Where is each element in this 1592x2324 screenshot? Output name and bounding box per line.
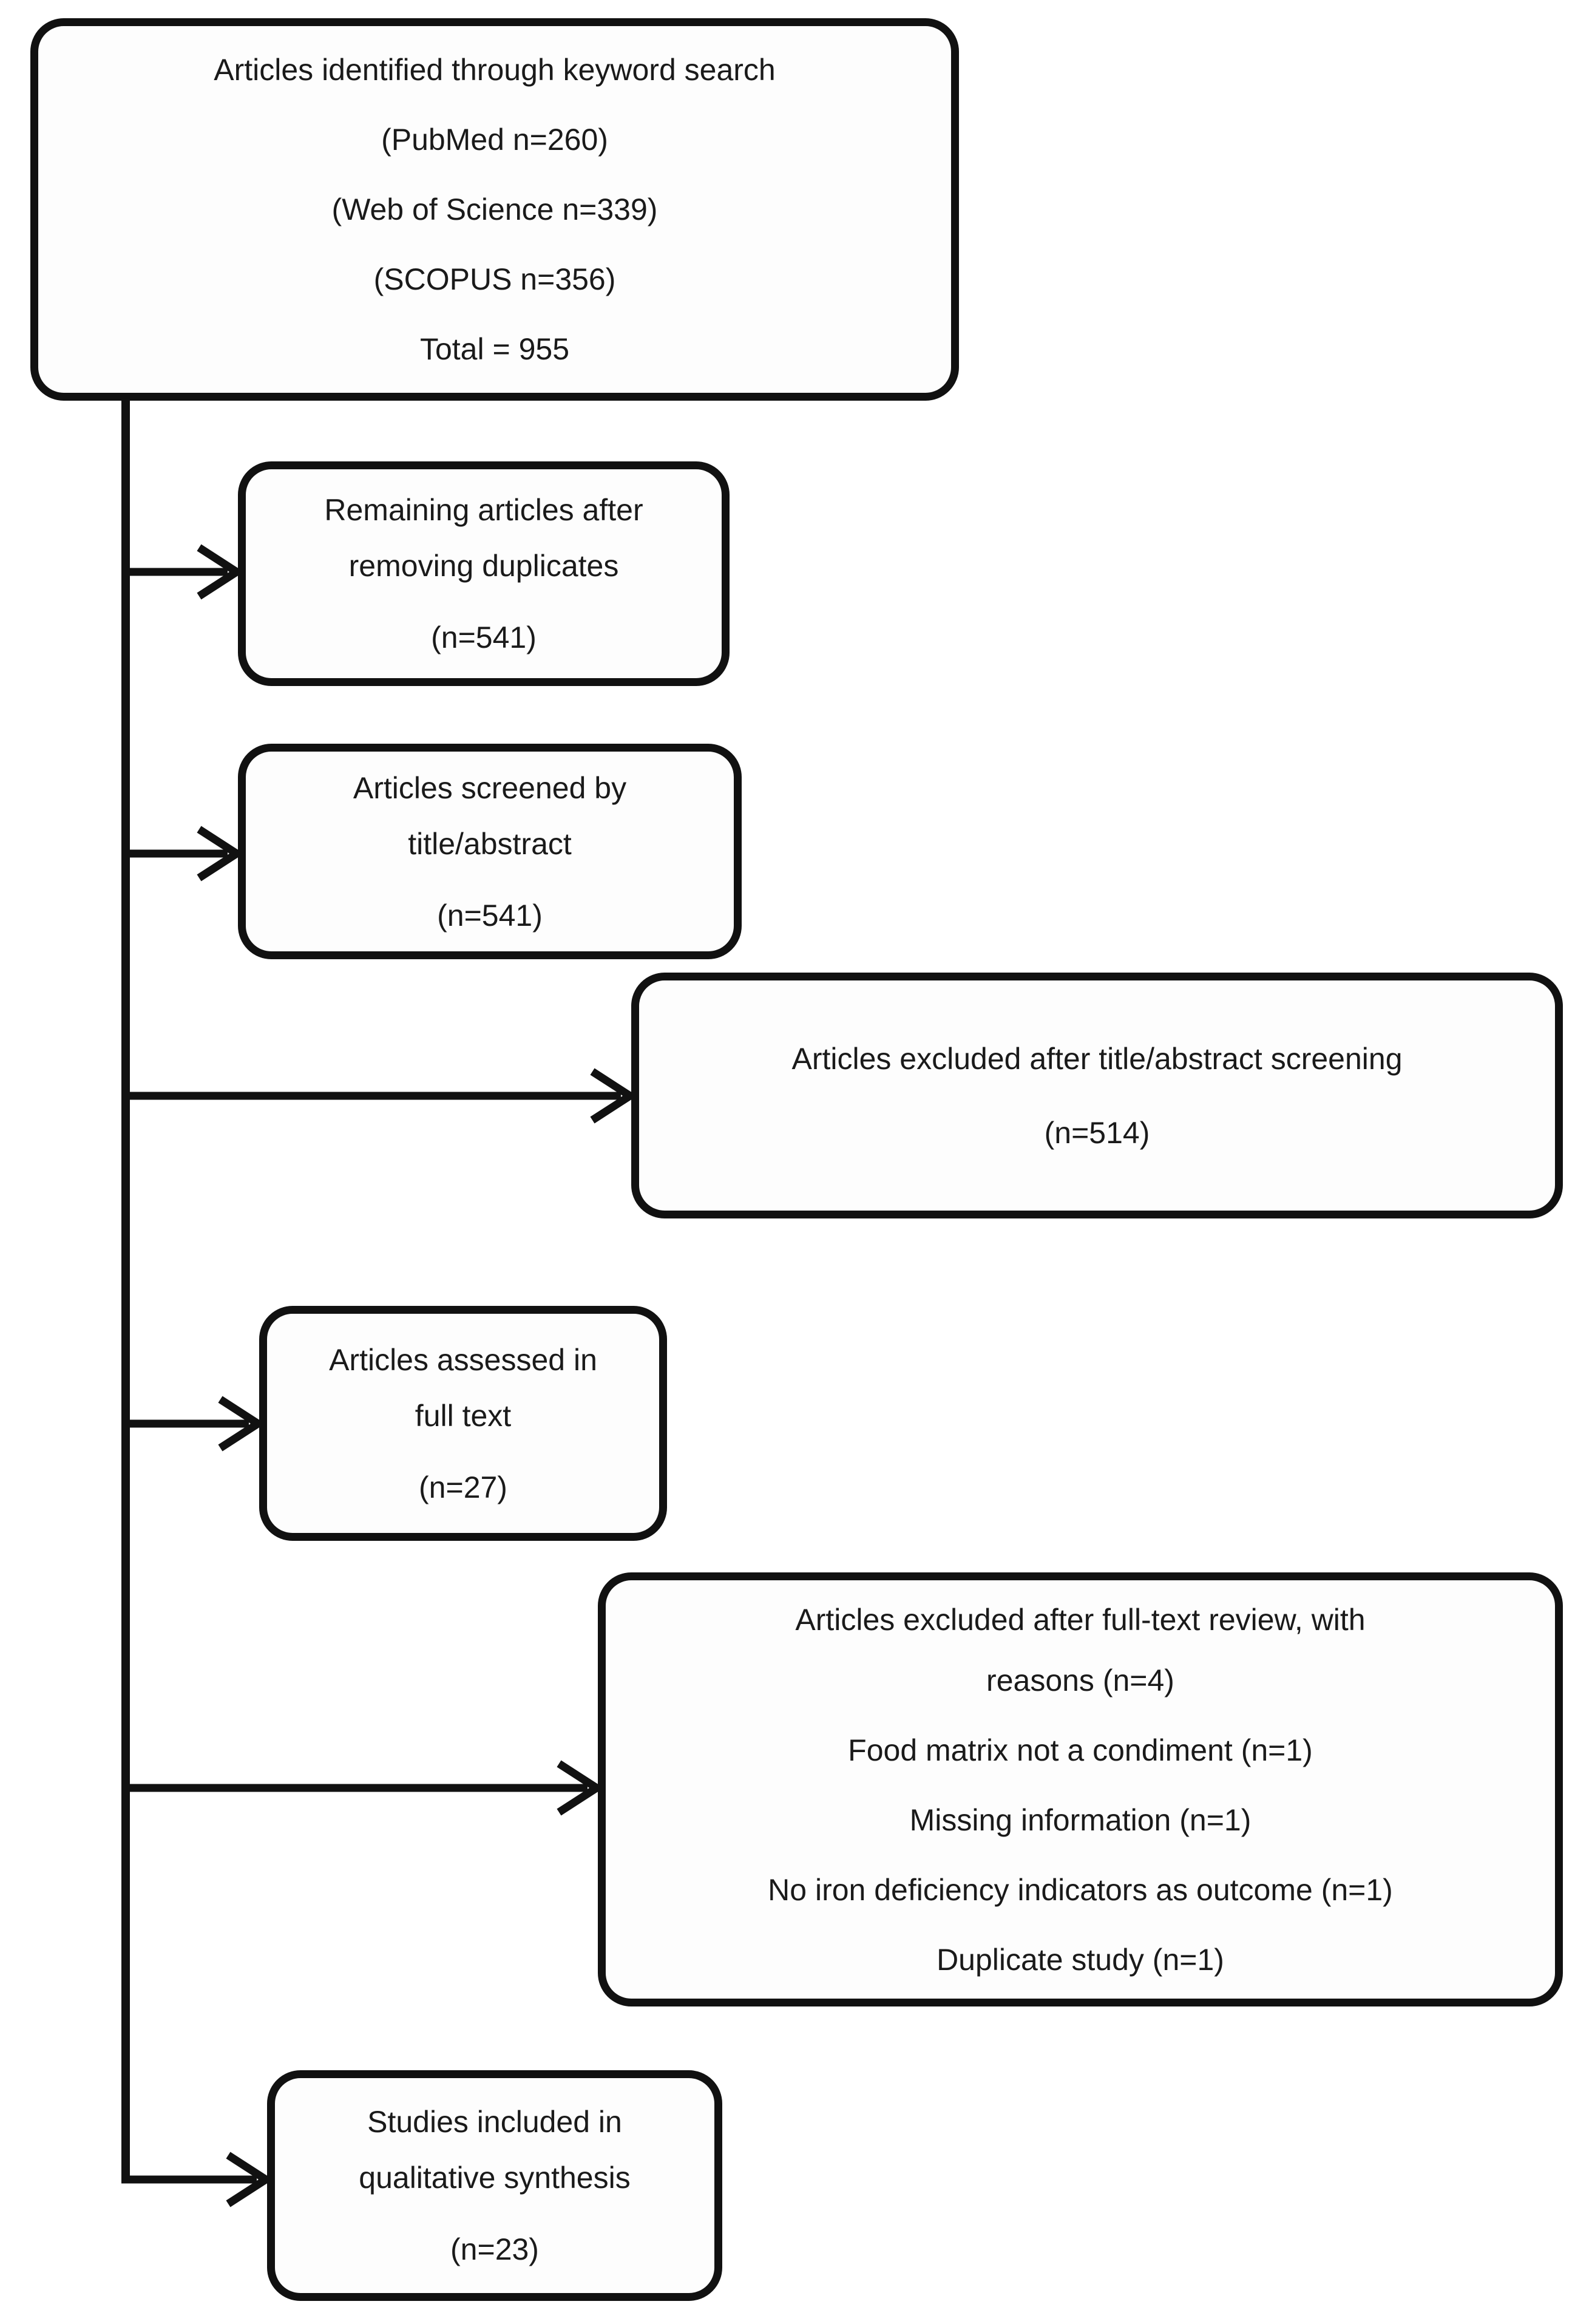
arrow-to-excluded-full-text [121,1760,604,1816]
dedup-text-line-1: Remaining articles after [324,493,643,527]
arrow-to-full-text [121,1396,265,1452]
excluded-ta-count: (n=514) [1044,1115,1150,1150]
screened-text-line-1: Articles screened by [353,770,627,805]
box-assessed-full-text: Articles assessed in full text (n=27) [259,1306,667,1541]
excluded-ft-title-line-2: reasons (n=4) [986,1663,1174,1697]
included-count: (n=23) [450,2232,539,2266]
identified-title: Articles identified through keyword sear… [214,52,776,87]
excluded-ta-text: Articles excluded after title/abstract s… [791,1041,1403,1076]
dedup-text-line-2: removing duplicates [348,549,619,583]
arrow-to-deduplicated [121,544,244,600]
identified-pubmed-count: (PubMed n=260) [381,122,608,157]
identified-wos-count: (Web of Science n=339) [331,192,658,226]
screened-count: (n=541) [437,898,543,933]
excluded-ft-reason-no-indicators: No iron deficiency indicators as outcome… [768,1872,1393,1907]
box-remaining-after-duplicates: Remaining articles after removing duplic… [238,461,730,686]
box-studies-included: Studies included in qualitative synthesi… [267,2070,722,2301]
dedup-count: (n=541) [431,620,537,654]
fulltext-count: (n=27) [419,1470,507,1504]
included-text-line-1: Studies included in [367,2105,622,2139]
arrow-to-screened [121,826,244,882]
excluded-ft-title-line-1: Articles excluded after full-text review… [795,1602,1366,1637]
excluded-ft-reason-missing-info: Missing information (n=1) [909,1802,1252,1837]
excluded-ft-reason-duplicate: Duplicate study (n=1) [937,1942,1224,1977]
box-excluded-full-text: Articles excluded after full-text review… [598,1572,1563,2006]
box-excluded-title-abstract: Articles excluded after title/abstract s… [631,973,1563,1218]
fulltext-text-line-1: Articles assessed in [329,1342,597,1377]
box-articles-identified: Articles identified through keyword sear… [30,18,959,401]
arrow-to-included [121,2152,273,2207]
identified-scopus-count: (SCOPUS n=356) [373,262,616,296]
included-text-line-2: qualitative synthesis [359,2161,631,2195]
excluded-ft-reason-food-matrix: Food matrix not a condiment (n=1) [848,1733,1313,1767]
box-articles-screened: Articles screened by title/abstract (n=5… [238,744,742,959]
identified-total-count: Total = 955 [419,331,570,366]
fulltext-text-line-2: full text [415,1398,512,1433]
arrow-to-excluded-title-abstract [121,1068,637,1124]
screened-text-line-2: title/abstract [408,826,572,861]
